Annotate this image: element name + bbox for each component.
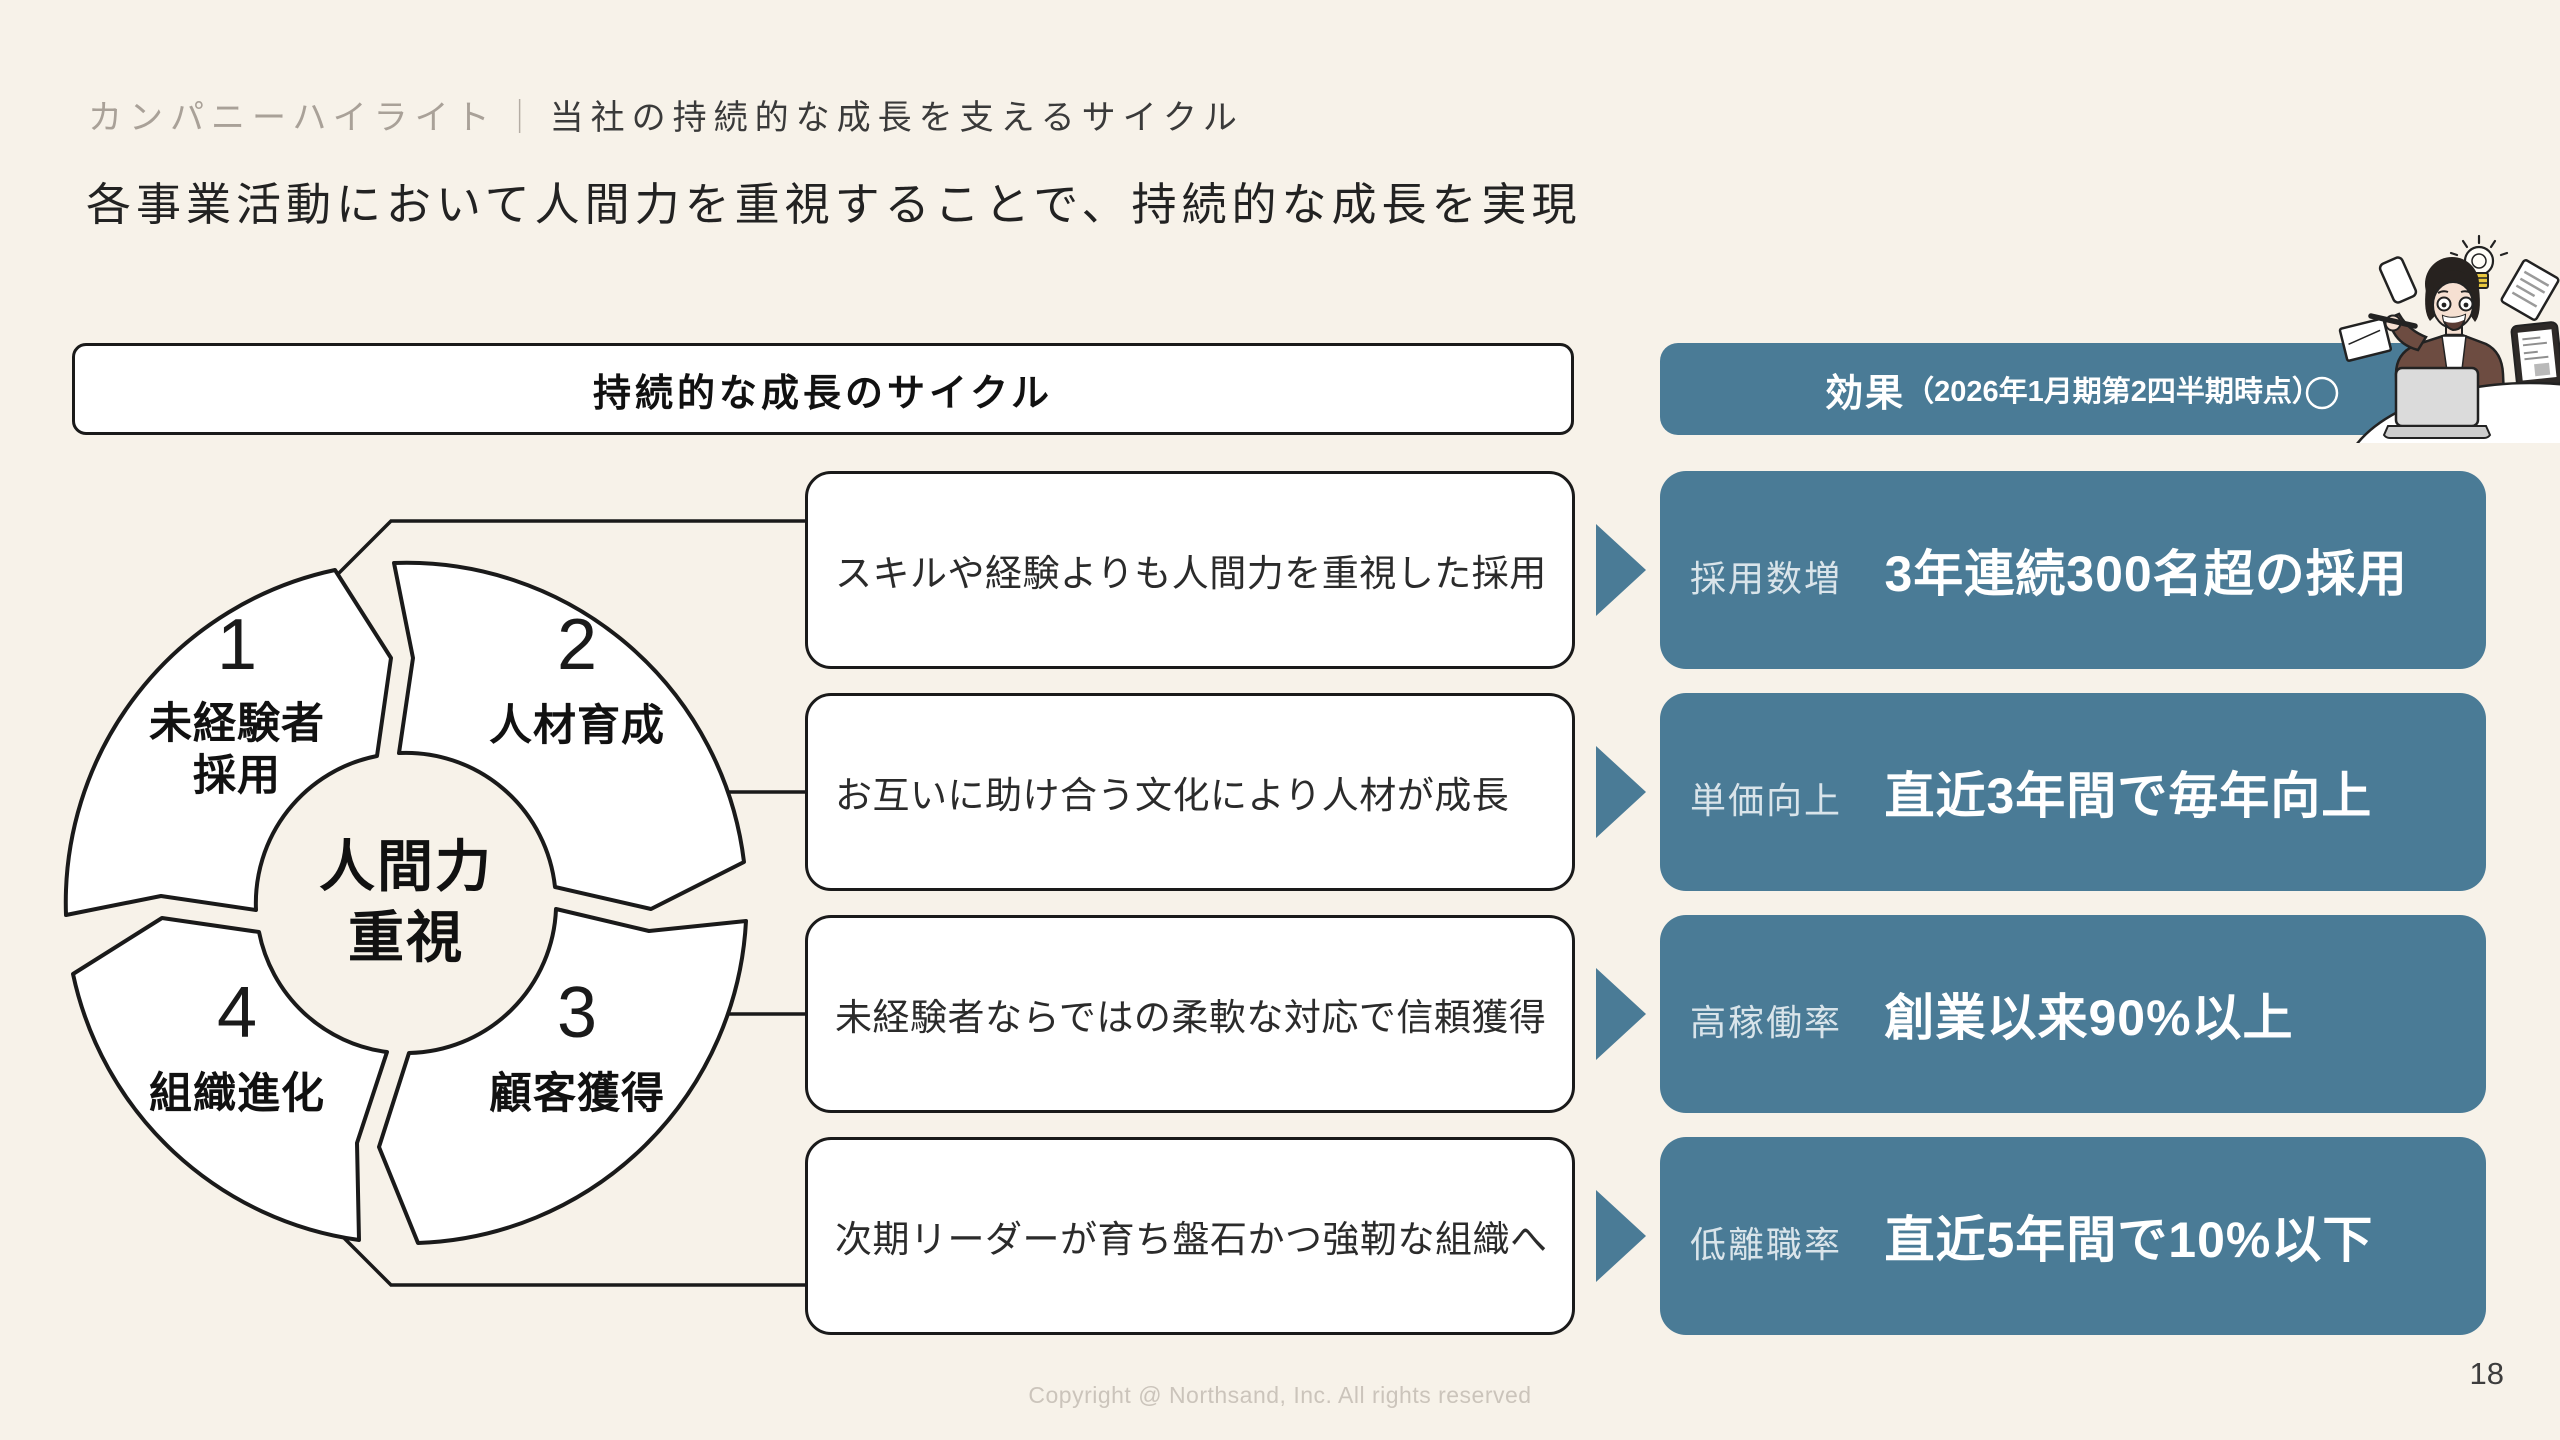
cycle-center-label: 人間力 重視 xyxy=(319,835,493,969)
person-illustration xyxy=(2305,234,2560,443)
page-title: 各事業活動において人間力を重視することで、持続的な成長を実現 xyxy=(86,179,1582,230)
cycle-step-text: お互いに助け合う文化により人材が成長 xyxy=(835,775,1510,816)
arrow-right-icon xyxy=(1596,968,1646,1060)
segment-label-4: 組織進化 xyxy=(149,1070,325,1118)
effect-label: 高稼働率 xyxy=(1690,1002,1843,1043)
segment-number-3: 3 xyxy=(556,973,598,1053)
effect-label: 低離職率 xyxy=(1690,1224,1843,1265)
cycle-step-text: 未経験者ならではの柔軟な対応で信頼獲得 xyxy=(835,997,1547,1038)
breadcrumb-separator: ｜ xyxy=(502,99,544,137)
cycle-step-card-2: お互いに助け合う文化により人材が成長 xyxy=(805,693,1575,891)
effect-card-2: 単価向上 直近3年間で毎年向上 xyxy=(1660,693,2486,891)
breadcrumb: カンパニーハイライト｜当社の持続的な成長を支えるサイクル xyxy=(88,90,1244,139)
paper-icon xyxy=(2338,317,2393,362)
effects-header-note: （2026年1月期第2四半期時点） xyxy=(1905,376,2321,408)
laptop-icon xyxy=(2382,366,2492,439)
cycle-step-text: 次期リーダーが育ち盤石かつ強靭な組織へ xyxy=(835,1219,1548,1260)
tablet-icon xyxy=(2510,321,2560,389)
effect-value: 直近3年間で毎年向上 xyxy=(1884,768,2373,824)
cycle-step-text: スキルや経験よりも人間力を重視した採用 xyxy=(835,553,1547,594)
phone-icon xyxy=(2378,256,2418,304)
arrow-right-icon xyxy=(1596,524,1646,616)
effects-header-title: 効果 xyxy=(1825,372,1906,415)
cycle-step-card-3: 未経験者ならではの柔軟な対応で信頼獲得 xyxy=(805,915,1575,1113)
effect-card-1: 採用数増 3年連続300名超の採用 xyxy=(1660,471,2486,669)
effect-value: 3年連続300名超の採用 xyxy=(1884,546,2408,602)
page-number: 18 xyxy=(2469,1356,2504,1391)
breadcrumb-title: 当社の持続的な成長を支えるサイクル xyxy=(549,99,1244,137)
effect-label: 採用数増 xyxy=(1690,558,1843,599)
segment-label-3: 顧客獲得 xyxy=(489,1070,665,1118)
cycle-step-card-4: 次期リーダーが育ち盤石かつ強靭な組織へ xyxy=(805,1137,1575,1335)
segment-number-1: 1 xyxy=(216,605,258,685)
effect-card-4: 低離職率 直近5年間で10%以下 xyxy=(1660,1137,2486,1335)
cycle-step-card-1: スキルや経験よりも人間力を重視した採用 xyxy=(805,471,1575,669)
segment-number-2: 2 xyxy=(556,605,598,685)
segment-label-2: 人材育成 xyxy=(489,702,665,750)
effect-card-3: 高稼働率 創業以来90%以上 xyxy=(1660,915,2486,1113)
document-icon xyxy=(2500,259,2560,321)
cycle-panel-header: 持続的な成長のサイクル xyxy=(72,343,1574,435)
segment-label-1: 未経験者 採用 xyxy=(149,700,325,801)
deco-circle xyxy=(2305,376,2339,410)
effect-value: 直近5年間で10%以下 xyxy=(1884,1212,2374,1268)
segment-number-4: 4 xyxy=(216,973,258,1053)
copyright-text: Copyright @ Northsand, Inc. All rights r… xyxy=(1028,1382,1532,1408)
breadcrumb-section: カンパニーハイライト xyxy=(88,99,497,137)
effect-value: 創業以来90%以上 xyxy=(1884,990,2294,1046)
arrow-right-icon xyxy=(1596,746,1646,838)
effect-label: 単価向上 xyxy=(1690,780,1843,821)
arrow-right-icon xyxy=(1596,1190,1646,1282)
